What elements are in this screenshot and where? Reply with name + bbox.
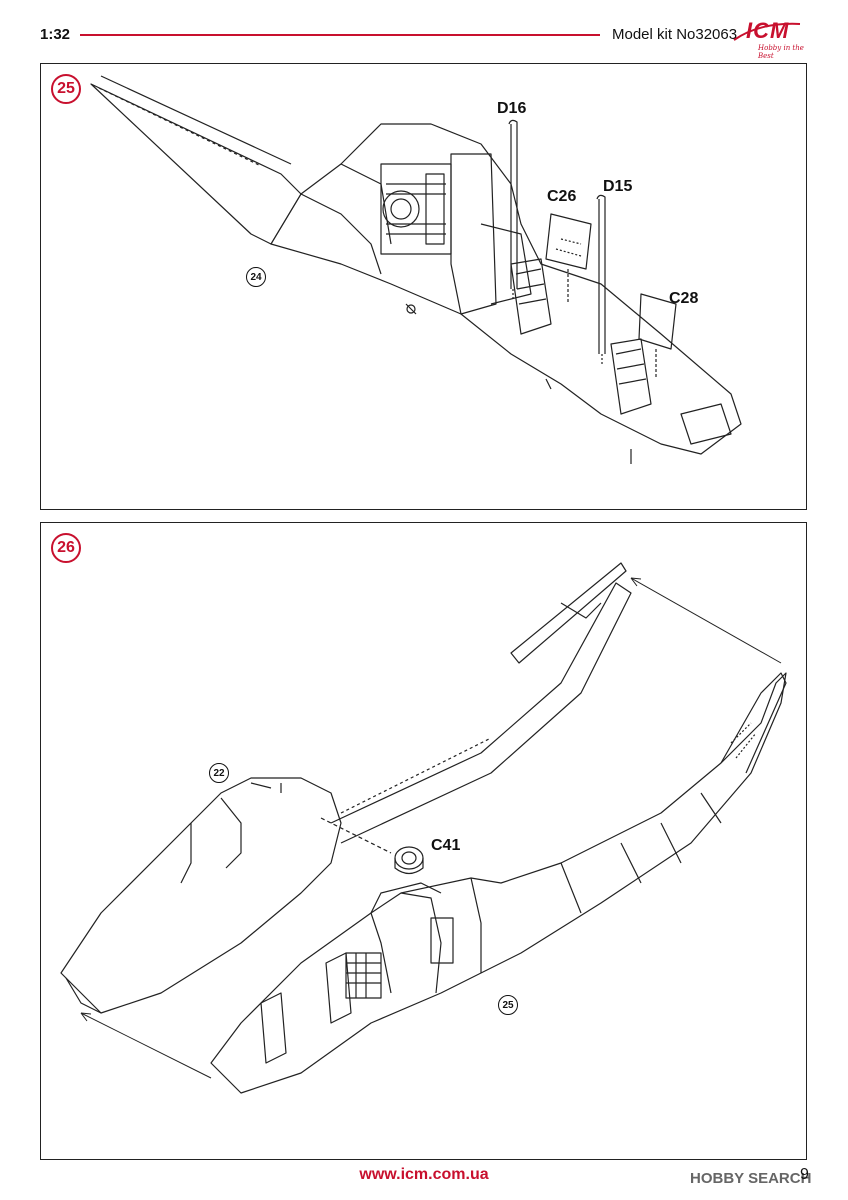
part-label-c26: C26: [547, 188, 577, 205]
c41-part: [394, 846, 424, 870]
rear-seat: [510, 258, 552, 335]
front-seat: [610, 338, 652, 415]
c26-panel: [545, 213, 592, 270]
left-tail-rotor: [510, 562, 627, 664]
part-label-d15: D15: [603, 178, 633, 195]
subassembly-ref-24: 24: [246, 267, 266, 287]
rear-seat-assembled: [325, 952, 352, 1024]
page-header: 1:32 Model kit No32063 ICM Hobby in the …: [0, 0, 848, 60]
tail-boom-outline: [90, 83, 302, 245]
step-26-drawing: [60, 562, 787, 1094]
guide-arrow-nose: [80, 1012, 212, 1079]
subassembly-ref-22: 22: [209, 763, 229, 783]
assembled-fuselage: [210, 672, 787, 1094]
fuselage-outline: [270, 123, 742, 455]
front-seat-assembled: [260, 992, 287, 1064]
logo-tagline: Hobby in the Best: [758, 44, 804, 60]
logo-text: ICM: [746, 18, 790, 43]
icm-logo: ICM Hobby in the Best: [730, 14, 820, 60]
part-label-c41: C41: [431, 837, 461, 854]
guide-line-c41: [320, 817, 392, 854]
watermark: HOBBY SEARCH: [690, 1170, 812, 1187]
step-25-panel: 25 D16 C26 D15 C28 24: [40, 63, 807, 510]
left-fuselage-half: [60, 777, 342, 1014]
bulkhead: [450, 153, 497, 315]
guide-arrow-tail: [630, 577, 782, 664]
right-vertical-fin: [720, 672, 787, 774]
logo-swoosh-icon: [733, 22, 801, 41]
step-26-badge: 26: [51, 533, 81, 563]
tail-boom-edge: [100, 75, 292, 165]
subassembly-ref-25: 25: [498, 995, 518, 1015]
step-25-drawing: [90, 75, 742, 464]
part-label-d16: D16: [497, 100, 527, 117]
c28-panel: [638, 293, 677, 350]
header-rule: [80, 34, 600, 36]
kit-number: Model kit No32063: [612, 26, 738, 43]
scale-label: 1:32: [40, 26, 71, 43]
footer-url[interactable]: www.icm.com.ua: [359, 1166, 489, 1183]
step-26-panel: 26 C41 22 25: [40, 522, 807, 1160]
left-tail-boom: [330, 582, 632, 844]
page-number: 9: [800, 1166, 809, 1183]
part-label-c28: C28: [669, 290, 699, 307]
step-25-badge: 25: [51, 74, 81, 104]
